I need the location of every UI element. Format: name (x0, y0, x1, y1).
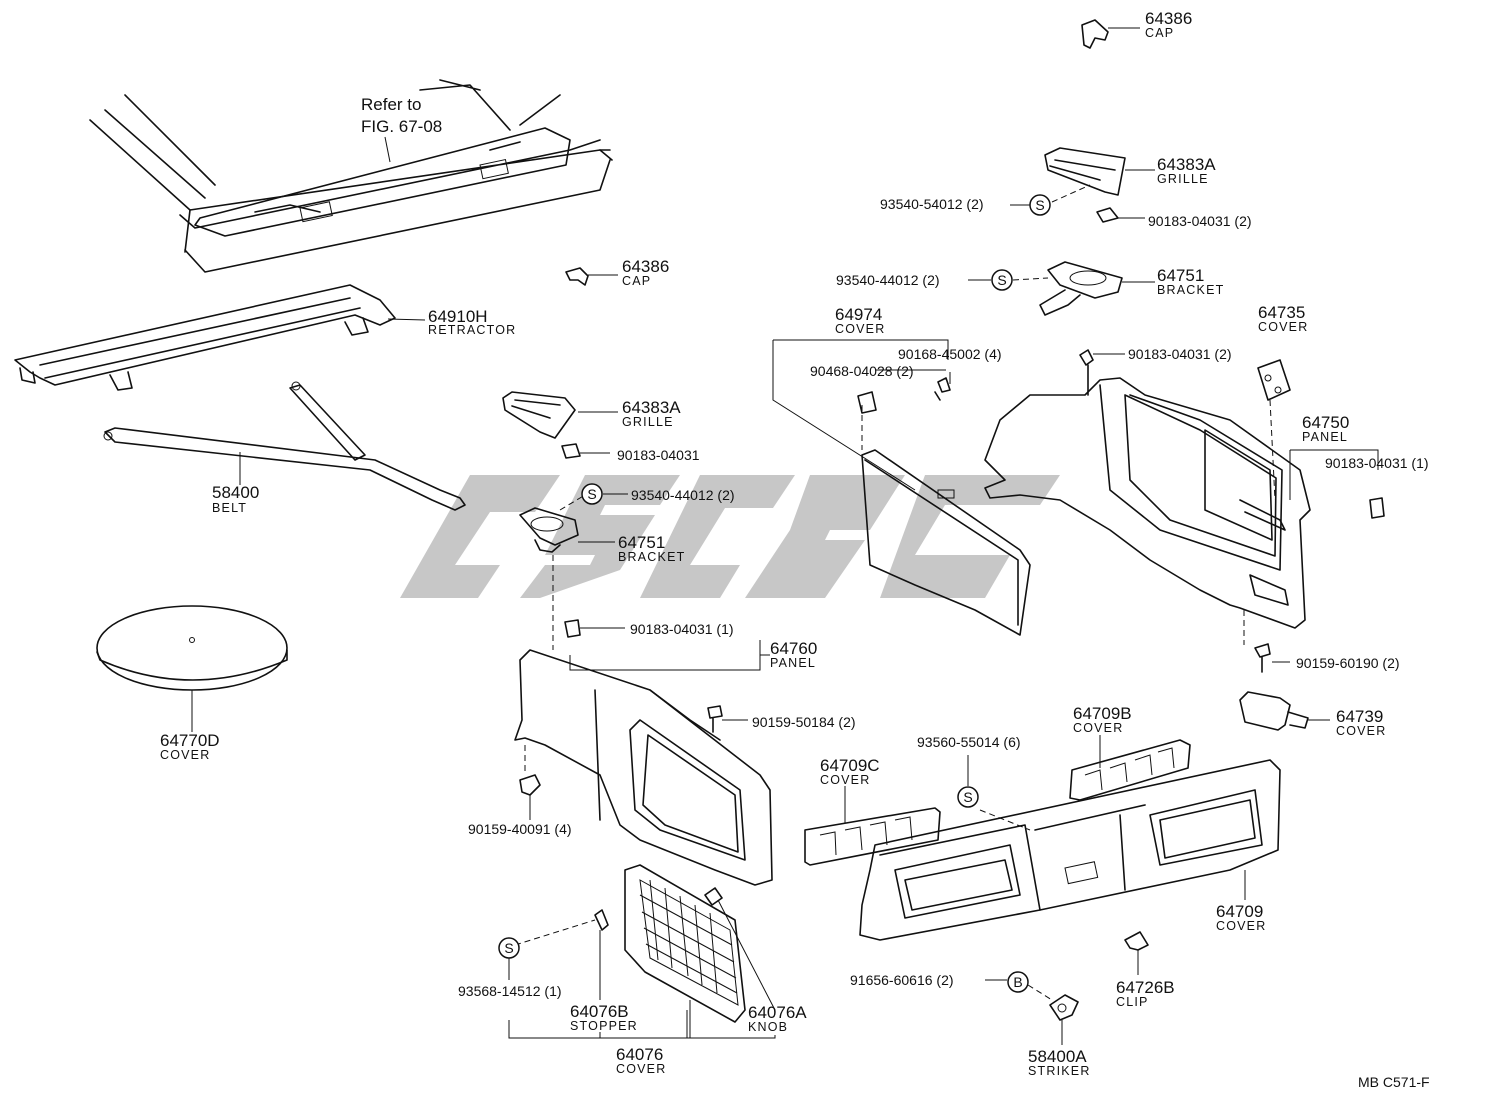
label-scr-93560: 93560-55014 (6) (917, 734, 1021, 750)
clip-64726b (1124, 931, 1149, 975)
label-clip-726b-pn: 64726B (1116, 978, 1175, 997)
label-cover-709c-nm: COVER (820, 773, 870, 787)
label-cover-739-pn: 64739 (1336, 707, 1383, 726)
belt-58400 (103, 381, 466, 511)
label-stopper-pn: 64076B (570, 1002, 629, 1021)
panel-64750-right-side (984, 349, 1385, 645)
label-cover-709c-pn: 64709C (820, 756, 880, 775)
cover-64735 (1257, 359, 1291, 501)
label-cover-076-pn: 64076 (616, 1045, 663, 1064)
cap-64386-left (565, 267, 618, 286)
label-bracket-l-nm: BRACKET (618, 550, 685, 564)
label-scr-93568: 93568-14512 (1) (458, 983, 562, 999)
label-bracket-r-pn: 64751 (1157, 266, 1204, 285)
label-scr-90159-40091: 90159-40091 (4) (468, 821, 572, 837)
label-cover-709-pn: 64709 (1216, 902, 1263, 921)
cover-64709b (1069, 735, 1191, 801)
label-scr-90159-60190: 90159-60190 (2) (1296, 655, 1400, 671)
label-stopper-nm: STOPPER (570, 1019, 638, 1033)
label-clip-726b-nm: CLIP (1116, 995, 1149, 1009)
cover-64709: S (859, 755, 1281, 941)
label-striker-pn: 58400A (1028, 1047, 1087, 1066)
label-clip-90183-r3: 90183-04031 (1) (1325, 455, 1429, 471)
cover-64709c (804, 786, 941, 866)
label-grille-l-nm: GRILLE (622, 415, 674, 429)
footer-code: MB C571-F (1358, 1074, 1430, 1090)
label-clip-90183-r1: 90183-04031 (2) (1148, 213, 1252, 229)
symbol-s: S (997, 272, 1006, 288)
label-cap-l-pn: 64386 (622, 257, 669, 276)
labels: Refer to FIG. 67-08 64386 CAP 64383A GRI… (160, 9, 1430, 1090)
label-knob-nm: KNOB (748, 1020, 788, 1034)
symbol-s: S (504, 940, 513, 956)
symbol-s: S (963, 789, 972, 805)
label-cap-l-nm: CAP (622, 274, 651, 288)
cover-disc-64770d (96, 605, 288, 732)
label-bracket-r-nm: BRACKET (1157, 283, 1224, 297)
ref-note-line2: FIG. 67-08 (361, 117, 442, 136)
label-belt-pn: 58400 (212, 483, 259, 502)
label-cover-735-nm: COVER (1258, 320, 1308, 334)
label-clip-90183-r2: 90183-04031 (2) (1128, 346, 1232, 362)
label-cap-top-nm: CAP (1145, 26, 1174, 40)
label-cover-709b-nm: COVER (1073, 721, 1123, 735)
label-striker-nm: STRIKER (1028, 1064, 1091, 1078)
label-scr-90159-50184: 90159-50184 (2) (752, 714, 856, 730)
label-scr-93540-44012-r: 93540-44012 (2) (836, 272, 940, 288)
label-grille-r-pn: 64383A (1157, 155, 1216, 174)
label-retractor-pn: 64910H (428, 307, 488, 326)
grille-64383a-left (502, 391, 618, 439)
label-grille-l-pn: 64383A (622, 398, 681, 417)
label-clip-90183-l: 90183-04031 (617, 447, 700, 463)
label-grille-r-nm: GRILLE (1157, 172, 1209, 186)
label-bolt-91656: 91656-60616 (2) (850, 972, 954, 988)
label-knob-pn: 64076A (748, 1003, 807, 1022)
label-cover-735-pn: 64735 (1258, 303, 1305, 322)
label-bracket-l-pn: 64751 (618, 533, 665, 552)
label-cover-974-pn: 64974 (835, 305, 882, 324)
label-panel-760-pn: 64760 (770, 639, 817, 658)
washer-93540-left: S (559, 483, 628, 511)
rear-header-reference (89, 79, 613, 273)
label-clip-90183-l2: 90183-04031 (1) (630, 621, 734, 637)
label-scr-93540-44012-l: 93540-44012 (2) (631, 487, 735, 503)
label-panel-750-nm: PANEL (1302, 430, 1348, 444)
label-cover-disc-nm: COVER (160, 748, 210, 762)
label-scr-93540-54012: 93540-54012 (2) (880, 196, 984, 212)
striker-58400a: B (985, 971, 1079, 1045)
label-cover-974-nm: COVER (835, 322, 885, 336)
clip-90183-left (561, 443, 610, 459)
label-retractor-nm: RETRACTOR (428, 323, 516, 337)
cap-64386-top (1081, 19, 1140, 49)
ref-note-line1: Refer to (361, 95, 421, 114)
cover-64076-grid: S (498, 864, 776, 1039)
bracket-64751-left (519, 507, 615, 553)
retractor-64910h (14, 284, 426, 391)
label-cap-top-pn: 64386 (1145, 9, 1192, 28)
panel-64760-left-side (514, 555, 773, 886)
label-cover-709-nm: COVER (1216, 919, 1266, 933)
grille-64383a-right: S (1010, 147, 1155, 223)
label-panel-750-pn: 64750 (1302, 413, 1349, 432)
label-belt-nm: BELT (212, 501, 247, 515)
label-cover-709b-pn: 64709B (1073, 704, 1132, 723)
label-scr-90468: 90468-04028 (2) (810, 363, 914, 379)
symbol-s: S (587, 486, 596, 502)
cover-64974 (772, 339, 1031, 636)
label-panel-760-nm: PANEL (770, 656, 816, 670)
label-scr-90168: 90168-45002 (4) (898, 346, 1002, 362)
label-cover-076-nm: COVER (616, 1062, 666, 1076)
label-cover-disc-pn: 64770D (160, 731, 220, 750)
screw-90159-60190 (1254, 643, 1290, 673)
symbol-s: S (1035, 197, 1044, 213)
bracket-64751-right: S (968, 261, 1155, 316)
cover-64739 (1239, 691, 1330, 731)
label-cover-739-nm: COVER (1336, 724, 1386, 738)
symbol-b: B (1013, 974, 1022, 990)
